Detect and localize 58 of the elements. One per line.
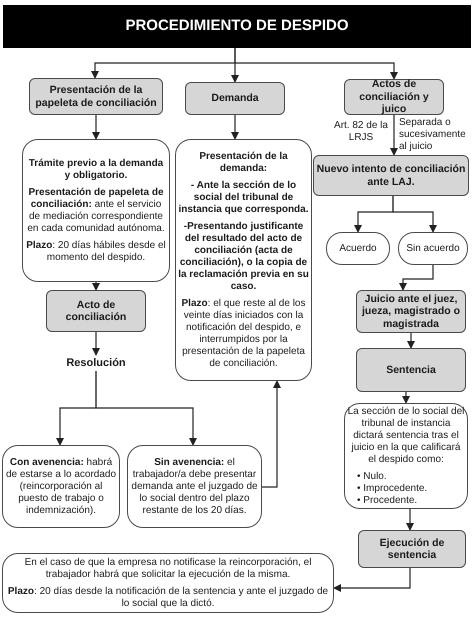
note-text: Art. 82 de la LRJS [333, 120, 389, 144]
outcome-box [127, 445, 262, 528]
box-text: Presentación de la papeleta de conciliación [34, 84, 158, 109]
box-text: Actos de conciliación y juico [358, 78, 430, 116]
process-box [185, 82, 285, 115]
box-text: Sin avenencia: el trabajador/a debe presentar demanda ante el juzgado de lo social dentro del plazo restante de los 20 días. [130, 456, 259, 516]
box-text: Ejecución de sentencia [378, 536, 446, 562]
info-box [175, 139, 312, 381]
box-text: Presentación de la demanda: [198, 150, 289, 174]
box-text: Acto de conciliación [64, 298, 128, 324]
arrow [231, 115, 239, 140]
box-text: Con avenencia: habrá de estarse a lo acordado (reincorporación al puesto de trabajo o indemnización). [5, 456, 117, 516]
box-text: Plazo: 20 días desde la notificación de la sentencia y ante el juzgado de lo social que la dictó. [6, 586, 330, 610]
outcome-box [2, 445, 120, 528]
process-box [313, 155, 469, 196]
box-text: Resolución [66, 356, 126, 371]
info-box [22, 139, 170, 282]
process-box [29, 78, 163, 115]
box-text: En el caso de que la empresa no notificase la reincorporación, el trabajador habrá que solicitar la ejecución de la misma. [24, 556, 312, 580]
bullet-item: • Improcedente. [357, 482, 428, 494]
box-text: La sección de lo social del tribunal de instancia dictará sentencia tras el juicio en la que calificará el despido como: [347, 406, 465, 466]
process-box [358, 530, 466, 568]
box-text: Nuevo intento de conciliación ante LAJ. [316, 163, 466, 188]
process-box [356, 348, 466, 392]
box-text: - Ante la sección de lo social del tribunal de instancia que corresponda. [178, 180, 309, 216]
arrow [92, 282, 100, 291]
arrow [406, 509, 414, 531]
box-text: Trámite previo a la demanda y obligatorio. [28, 158, 164, 182]
arrow [262, 380, 281, 488]
arrow [392, 196, 437, 233]
box-text: PROCEDIMIENTO DE DESPIDO [125, 16, 349, 36]
arrow [92, 115, 100, 140]
box-text: Plazo: el que reste al de los veinte días iniciados con la notificación del despido, e interrumpidos por la presentación de la papeleta de conciliación. [180, 298, 306, 370]
bullet-item: • Nulo. [357, 470, 388, 482]
box-text: Juicio ante el juez, jueza, magistrado o magistrada [360, 292, 462, 330]
box-text: Acuerdo [339, 242, 377, 254]
outcome-box [326, 232, 390, 265]
process-box [46, 290, 146, 332]
bullet-item: • Procedente. [357, 494, 418, 506]
box-text: Plazo: 20 días hábiles desde el momento del despido. [25, 240, 167, 264]
box-text: Presentación de papeleta de conciliación: ante el servicio de mediación correspondiente en cada comunidad autónoma. [26, 186, 166, 234]
info-box [344, 403, 468, 509]
box-text: Sin acuerdo [406, 242, 460, 254]
box-text: Demanda [211, 92, 259, 105]
arrow [390, 115, 398, 156]
info-box [2, 553, 334, 613]
arrow [399, 265, 434, 291]
box-text: -Presentando justificante del resultado del acto de conciliación (acta de conciliación), o la copia de la reclamación previa en su caso. [178, 220, 309, 292]
arrow [92, 332, 100, 356]
box-text: Sentencia [386, 364, 436, 376]
title-bar [3, 5, 471, 48]
arrow [402, 392, 410, 404]
arrow [234, 48, 398, 80]
process-box [344, 79, 444, 115]
arrow [95, 371, 197, 446]
arrow [333, 568, 411, 592]
outcome-box [398, 232, 468, 265]
arrow [407, 333, 415, 349]
